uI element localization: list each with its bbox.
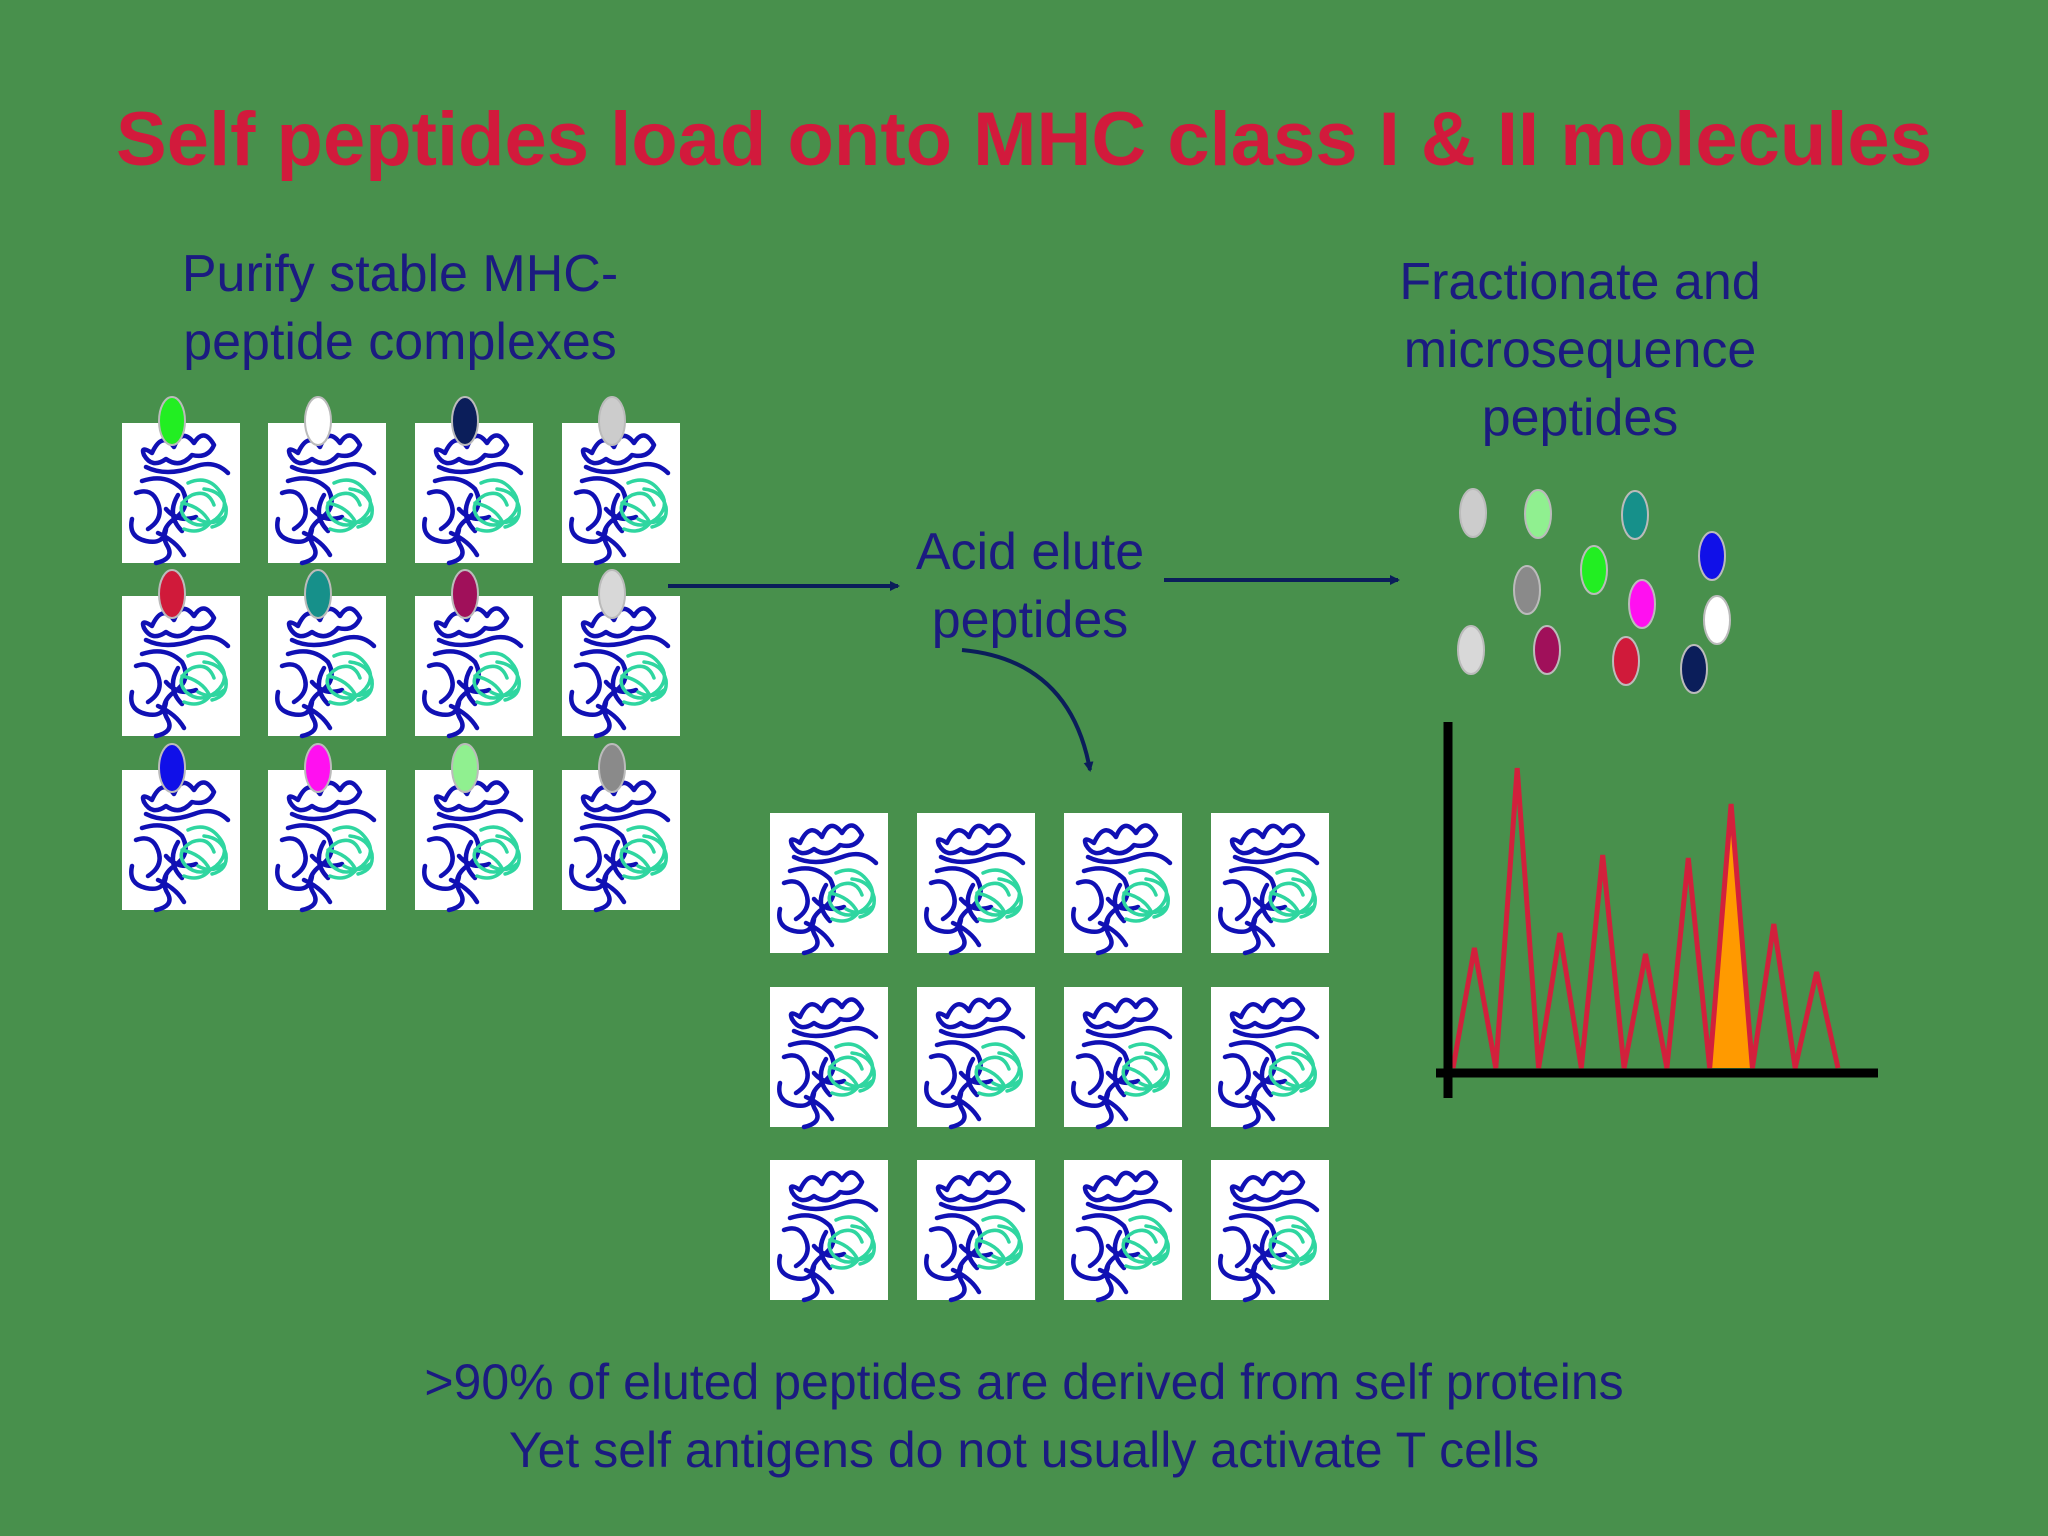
step-acid-line1: Acid elute [915, 523, 1145, 581]
footer-note: >90% of eluted peptides are derived from… [0, 1348, 2048, 1484]
mhc-peptide-complex [122, 396, 240, 563]
mhc-peptide-complex [268, 569, 386, 736]
bound-peptide [304, 396, 332, 446]
mhc-molecule [268, 423, 386, 563]
free-peptide [1533, 625, 1561, 675]
mhc-molecule [122, 596, 240, 736]
mhc-peptide-complex [415, 569, 533, 736]
empty-mhc-molecule [1211, 813, 1329, 953]
empty-mhc-grid [770, 813, 1329, 1300]
mhc-molecule [122, 423, 240, 563]
mhc-molecule [415, 596, 533, 736]
mhc-peptide-complex [562, 743, 680, 910]
step-fractionate-label: Fractionate and microsequence peptides [1320, 248, 1840, 452]
empty-mhc-molecule [917, 1160, 1035, 1300]
mhc-peptide-complex [268, 396, 386, 563]
step-acid-line2: peptides [931, 591, 1129, 649]
free-peptide [1580, 545, 1608, 595]
free-peptide [1612, 636, 1640, 686]
free-peptide [1703, 595, 1731, 645]
empty-mhc-molecule [917, 987, 1035, 1127]
bound-peptide [598, 569, 626, 619]
bound-peptide [304, 569, 332, 619]
free-peptide [1628, 579, 1656, 629]
empty-mhc-molecule [770, 987, 888, 1127]
bound-peptide [158, 396, 186, 446]
mhc-molecule [562, 423, 680, 563]
mhc-peptide-complex [122, 743, 240, 910]
free-peptide [1698, 531, 1726, 581]
step-acid-label: Acid elute peptides [880, 518, 1180, 654]
bound-peptide [304, 743, 332, 793]
step-fractionate-line1: Fractionate and [1399, 253, 1761, 311]
footer-line1: >90% of eluted peptides are derived from… [424, 1354, 1624, 1410]
free-peptide [1457, 625, 1485, 675]
bound-peptide [451, 743, 479, 793]
bound-peptide [598, 743, 626, 793]
slide-title: Self peptides load onto MHC class I & II… [116, 97, 1932, 182]
mhc-molecule [415, 770, 533, 910]
free-peptide [1513, 565, 1541, 615]
mhc-peptide-complex [122, 569, 240, 736]
free-peptide [1524, 489, 1552, 539]
empty-mhc-molecule [770, 813, 888, 953]
empty-mhc-molecule [1064, 987, 1182, 1127]
bound-peptide [158, 569, 186, 619]
free-peptide [1621, 490, 1649, 540]
empty-mhc-molecule [770, 1160, 888, 1300]
chromatogram [1436, 722, 1878, 1098]
empty-mhc-molecule [1211, 987, 1329, 1127]
free-peptide [1459, 488, 1487, 538]
mhc-molecule [562, 596, 680, 736]
mhc-molecule [268, 596, 386, 736]
step-purify-label: Purify stable MHC- peptide complexes [110, 240, 690, 376]
mhc-peptide-complex [562, 569, 680, 736]
empty-mhc-molecule [917, 813, 1035, 953]
bound-peptide [451, 396, 479, 446]
empty-mhc-molecule [1064, 813, 1182, 953]
highlighted-peak [1709, 804, 1753, 1068]
mhc-molecule [122, 770, 240, 910]
step-fractionate-line2: microsequence [1403, 321, 1757, 379]
arrow-to-empty-mhc [961, 648, 1094, 772]
footer-line2: Yet self antigens do not usually activat… [508, 1422, 1540, 1478]
bound-peptide [451, 569, 479, 619]
mhc-peptide-complex [415, 396, 533, 563]
step-purify-line2: peptide complexes [183, 313, 617, 371]
bound-peptide [158, 743, 186, 793]
bound-peptide [598, 396, 626, 446]
empty-mhc-molecule [1064, 1160, 1182, 1300]
mhc-molecule [562, 770, 680, 910]
mhc-molecule [268, 770, 386, 910]
mhc-peptide-complex [268, 743, 386, 910]
empty-mhc-molecule [1211, 1160, 1329, 1300]
free-peptide [1680, 644, 1708, 694]
step-purify-line1: Purify stable MHC- [181, 245, 619, 303]
mhc-molecule [415, 423, 533, 563]
loaded-mhc-grid [122, 396, 680, 910]
mhc-peptide-complex [562, 396, 680, 563]
step-fractionate-line3: peptides [1481, 389, 1679, 447]
mhc-peptide-complex [415, 743, 533, 910]
chromatogram-trace [1450, 767, 1841, 1069]
free-peptides-cluster [1457, 488, 1731, 694]
